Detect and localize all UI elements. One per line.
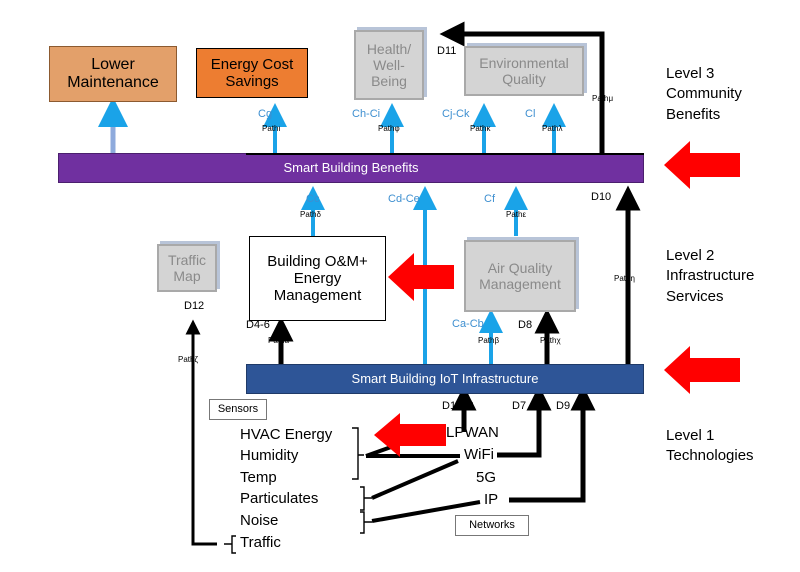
label-cf: Cf [484,193,495,205]
label-path-chi: Pathχ [540,336,561,345]
sensor-hvac-energy: HVAC Energy [240,426,333,443]
red-arrow-building-om [388,253,454,301]
health-wellbeing-label: Health/ Well-Being [366,40,412,90]
label-path-kappa: Pathκ [470,124,491,133]
benefits-bar-top-edge [246,153,644,155]
label-path-mu: Pathμ [592,94,614,103]
sensor-traffic: Traffic [240,534,281,551]
label-cdce: Cd-Ce [388,193,420,205]
energy-cost-savings-box: Energy Cost Savings [196,48,308,98]
label-cjck: Cj-Ck [442,108,470,120]
label-path-phi: Pathφ [378,124,400,133]
red-arrow-level3 [664,141,740,189]
arrow-d12 [185,319,217,546]
sensor-noise: Noise [240,512,279,529]
environmental-quality-box: Environmental Quality [464,46,584,96]
building-om-label: Building O&M+ Energy Management [267,252,368,305]
label-path-iota: Pathι [262,124,281,133]
arrow-d7 [497,385,552,458]
label-d12: D12 [184,300,205,312]
level2-label: Level 2 Infrastructure Services [666,247,755,305]
label-d11: D11 [437,45,457,57]
energy-cost-savings-label: Energy Cost Savings [210,55,294,90]
health-wellbeing-box: Health/ Well-Being [354,30,424,100]
label-d7: D7 [512,400,527,412]
brace-sensors-particulates [360,486,372,511]
label-d10: D10 [591,191,612,203]
label-path-eta: Pathη [614,274,635,283]
network-lpwan: LPWAN [446,424,499,441]
label-cl: Cl [525,108,536,120]
sensor-particulates: Particulates [240,490,319,507]
label-path-zeta: Pathζ [178,355,198,364]
network-ip: IP [484,491,499,508]
smart-building-benefits-bar: Smart Building Benefits [58,153,644,183]
network-5g: 5G [476,469,497,486]
brace-sensors-noise [360,511,372,534]
label-d46: D4-6 [246,319,270,331]
line-particulates-wifi [371,459,459,500]
label-d8: D8 [518,319,533,331]
lower-maintenance-box: Lower Maintenance [49,46,177,102]
red-arrow-sensors [374,413,446,457]
label-cg: Cg [258,108,273,120]
sensors-box-label: Sensors [217,403,259,416]
label-d9: D9 [556,400,571,412]
label-path-lambda: Pathλ [542,124,563,133]
brace-traffic [224,535,236,554]
sensor-humidity: Humidity [240,447,299,464]
environmental-quality-label: Environmental Quality [479,54,569,87]
label-d1d3: D1-D3 [442,400,474,412]
red-arrow-level2 [664,346,740,394]
lower-maintenance-label: Lower Maintenance [67,55,159,91]
label-path-beta: Pathβ [478,336,500,345]
label-chci: Ch-Ci [352,108,381,120]
building-om-box: Building O&M+ Energy Management [249,236,386,321]
networks-box-label: Networks [469,519,515,532]
iot-infrastructure-bar: Smart Building IoT Infrastructure [246,364,644,394]
arrow-d11 [439,21,605,153]
label-path-epsilon: Pathε [506,210,527,219]
level1-label: Level 1 Technologies [666,427,754,465]
label-cc: Cc [306,193,320,205]
air-quality-box: Air Quality Management [464,240,576,312]
label-cacb: Ca-Cb [452,318,484,330]
label-path-delta: Pathδ [300,210,321,219]
air-quality-label: Air Quality Management [479,259,561,292]
brace-sensors-top [352,427,364,480]
label-path-alpha: Pathα [268,336,290,345]
network-wifi: WiFi [464,446,494,463]
traffic-map-box: Traffic Map [157,244,217,292]
benefits-bar-label: Smart Building Benefits [283,159,419,175]
level3-label: Level 3 Community Benefits [666,65,742,123]
traffic-map-label: Traffic Map [167,251,207,284]
iot-bar-label: Smart Building IoT Infrastructure [351,370,539,386]
networks-box: Networks [455,515,529,536]
sensor-temp: Temp [240,469,277,486]
line-noise-ip [371,500,481,523]
arrow-d9 [509,385,596,503]
sensors-box: Sensors [209,399,267,420]
